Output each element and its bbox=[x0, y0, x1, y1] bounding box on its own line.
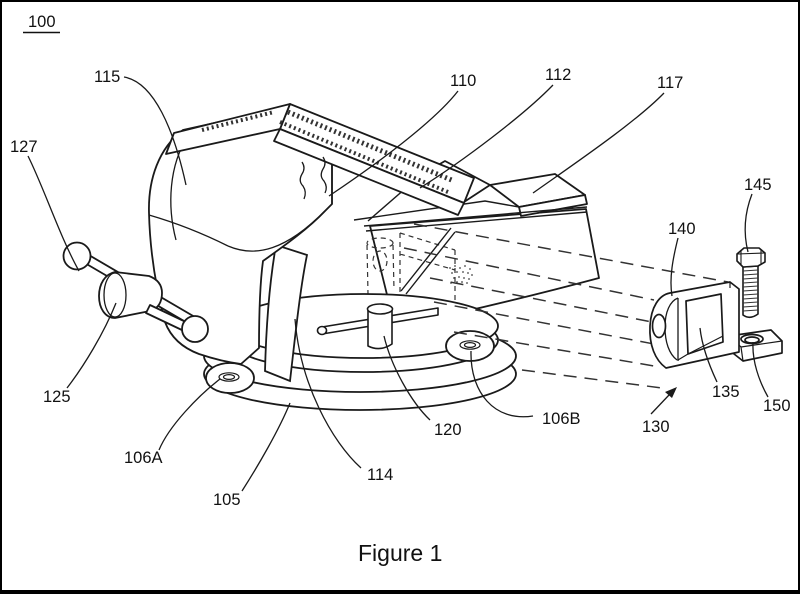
leader-114 bbox=[294, 318, 362, 469]
arrow-130-shaft bbox=[650, 394, 670, 415]
plate-hole-inner bbox=[744, 336, 760, 344]
ref-label-112: 112 bbox=[545, 66, 571, 84]
serration-row-left bbox=[201, 110, 275, 132]
leader-135 bbox=[699, 327, 718, 383]
projection-rays bbox=[403, 223, 729, 389]
beam-hidden-lines bbox=[366, 232, 456, 320]
ref-label-100: 100 bbox=[28, 13, 56, 31]
leader-lines bbox=[27, 76, 769, 492]
leader-105 bbox=[241, 402, 291, 492]
ref-label-110: 110 bbox=[450, 72, 476, 90]
lug-hole-right-inner bbox=[463, 342, 477, 349]
bracket-hole bbox=[651, 313, 667, 339]
lock-handle bbox=[316, 303, 439, 350]
bolt-thread-hatch bbox=[742, 269, 759, 312]
ref-label-115: 115 bbox=[94, 68, 120, 86]
ray-3 bbox=[429, 277, 653, 323]
ray-6 bbox=[521, 369, 663, 389]
leader-145 bbox=[744, 193, 753, 253]
lug-holes bbox=[218, 340, 481, 382]
bracket-opening bbox=[685, 293, 724, 355]
bolt-head-facets bbox=[736, 250, 766, 265]
hidden-screw-top bbox=[366, 237, 394, 249]
ref-label-150: 150 bbox=[763, 397, 791, 415]
leader-112 bbox=[419, 84, 554, 189]
ref-label-135: 135 bbox=[712, 383, 740, 401]
ray-1 bbox=[413, 223, 729, 283]
ref-label-106B: 106B bbox=[542, 410, 581, 428]
leader-117 bbox=[532, 92, 665, 194]
jaw-gap-line-1 bbox=[299, 161, 306, 200]
leader-110 bbox=[328, 90, 459, 197]
jaw-gap bbox=[299, 156, 327, 200]
jaw-serrations bbox=[201, 109, 455, 194]
reference-labels: 100 115 110 112 117 127 145 140 125 135 … bbox=[10, 13, 791, 509]
ray-4 bbox=[433, 301, 655, 345]
figure-caption: Figure 1 bbox=[358, 540, 442, 566]
ref-label-145: 145 bbox=[744, 176, 772, 194]
jaw-waist-curve bbox=[148, 214, 229, 247]
leader-106B bbox=[470, 350, 534, 418]
beam-top-edge bbox=[353, 200, 520, 221]
ref-label-127: 127 bbox=[10, 138, 38, 156]
leader-115 bbox=[123, 76, 187, 186]
ref-label-106A: 106A bbox=[124, 449, 163, 467]
bolt bbox=[736, 247, 766, 319]
beam-band-upper bbox=[363, 206, 588, 227]
lug-hole-left-inner bbox=[222, 374, 236, 381]
jaw-gap-line-2 bbox=[320, 156, 327, 194]
ref-label-125: 125 bbox=[43, 388, 71, 406]
ref-label-130: 130 bbox=[642, 418, 670, 436]
leader-127 bbox=[27, 155, 80, 272]
bolt-shank bbox=[742, 265, 759, 319]
ref-label-120: 120 bbox=[434, 421, 462, 439]
bracket-strut-lines bbox=[677, 282, 731, 361]
hidden-screw-sides bbox=[366, 244, 395, 295]
jaw-cap bbox=[165, 103, 475, 216]
jaw-cap-front-face bbox=[273, 128, 465, 216]
jaw-sweep-curve bbox=[227, 210, 326, 252]
handle-ball-upper bbox=[62, 241, 92, 271]
leader-125 bbox=[66, 302, 117, 389]
ref-label-117: 117 bbox=[657, 74, 683, 92]
front-jaw-body bbox=[148, 105, 333, 365]
ref-label-140: 140 bbox=[668, 220, 696, 238]
keeper-diagonal bbox=[400, 227, 456, 295]
serration-row-2 bbox=[279, 120, 449, 194]
leader-150 bbox=[752, 341, 769, 398]
ray-5 bbox=[453, 331, 661, 368]
beam-keeper-edge bbox=[400, 227, 456, 295]
hidden-slot bbox=[399, 232, 456, 320]
leader-140 bbox=[670, 237, 679, 297]
beam-edges bbox=[353, 174, 588, 232]
jaw-support-leg bbox=[264, 243, 309, 383]
ref-label-105: 105 bbox=[213, 491, 241, 509]
lock-knob-top bbox=[366, 303, 394, 315]
lock-bar-end bbox=[316, 325, 328, 336]
leader-120 bbox=[383, 335, 431, 421]
screw-boss-face bbox=[103, 272, 127, 318]
bracket-assembly bbox=[649, 281, 783, 369]
leader-106A bbox=[158, 378, 221, 451]
arrow-130-head bbox=[665, 387, 677, 398]
ref-label-114: 114 bbox=[367, 466, 393, 484]
ray-2 bbox=[403, 247, 655, 301]
lock-knob-body bbox=[367, 307, 393, 350]
hidden-nut bbox=[372, 250, 388, 272]
handle-ball-lower bbox=[181, 315, 209, 343]
beam-band-lower bbox=[365, 211, 588, 232]
